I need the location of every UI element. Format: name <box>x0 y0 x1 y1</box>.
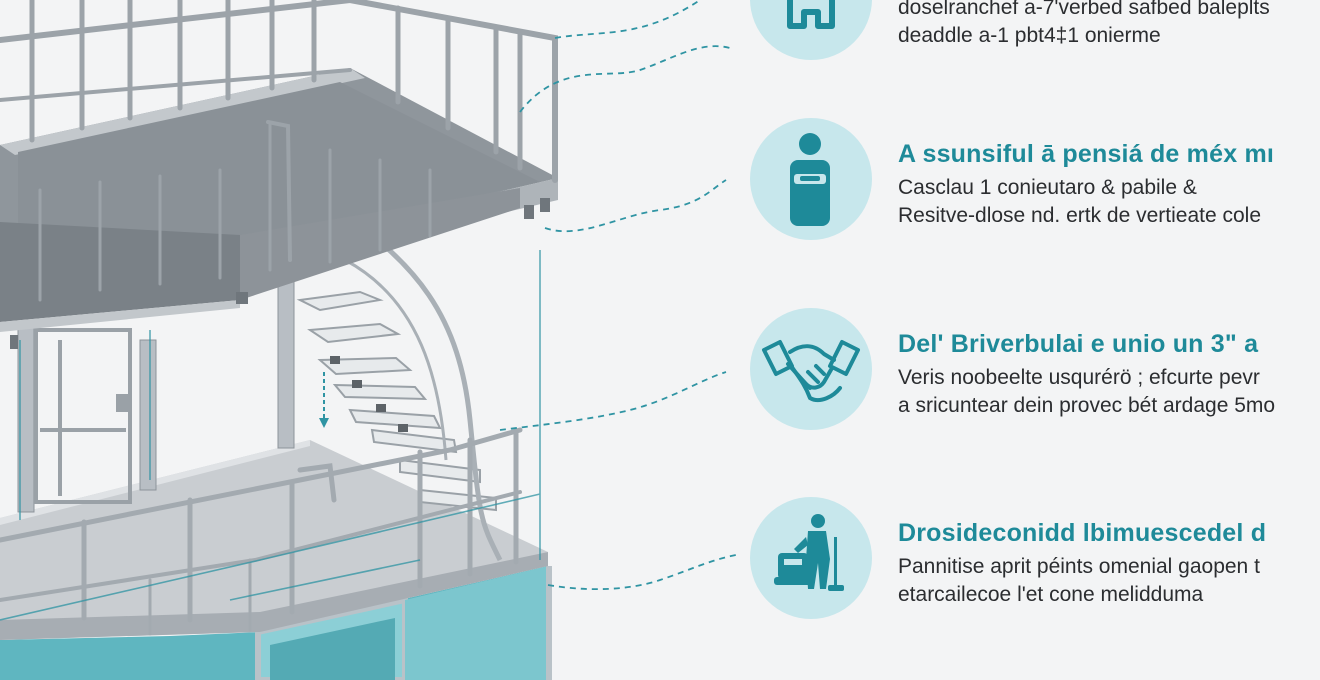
feature-description-line: etarcailecoe l'et cone melidduma <box>898 583 1204 606</box>
feature-item-3: Del' Briverbulai e unio un 3" a Veris no… <box>750 308 1320 432</box>
lower-railing <box>0 427 523 636</box>
feature-description-line: Casclau 1 conieutaro & pabile & <box>898 176 1197 199</box>
feature-item-2: A ssunsiful ā pensiá de méx mı Casclau 1… <box>750 118 1320 242</box>
feature-description-line: Resitve-dlose nd. ertk de vertieate cole <box>898 204 1262 227</box>
teal-guide-lines <box>0 250 541 621</box>
feature-description-line: doselranchef a-7'verbed safbed baleplts <box>898 0 1270 19</box>
icon-badge <box>750 497 872 619</box>
handshake-icon <box>762 340 860 403</box>
upper-railing <box>0 0 558 302</box>
feature-description-line: Veris noobeelte usqurérö ; efcurte pevr <box>898 366 1260 389</box>
icon-badge <box>750 308 872 430</box>
feature-item-4: Drosideconidd lbimuescedel d Pannitise a… <box>750 497 1320 621</box>
feature-description-line: deaddle a-1 pbt4‡1 onierme <box>898 24 1161 47</box>
icon-badge <box>750 118 872 240</box>
ground-module <box>0 566 552 680</box>
feature-title: A ssunsiful ā pensiá de méx mı <box>898 140 1275 168</box>
building-icon <box>787 0 835 29</box>
feature-description-line: Pannitise aprit péints omenial gaopen t <box>898 555 1260 578</box>
door-frame <box>34 328 132 504</box>
worker-cleaning-icon <box>774 514 844 591</box>
feature-title: Drosideconidd lbimuescedel d <box>898 519 1267 547</box>
feature-title: Del' Briverbulai e unio un 3" a <box>898 330 1259 358</box>
icon-badge <box>750 0 872 60</box>
person-icon <box>790 133 830 226</box>
feature-item-1: doselranchef a-7'verbed safbed baleplts … <box>750 0 1320 62</box>
leader-connectors <box>499 0 737 591</box>
feature-description-line: a sricuntear dein provec bét ardage 5mo <box>898 394 1276 417</box>
